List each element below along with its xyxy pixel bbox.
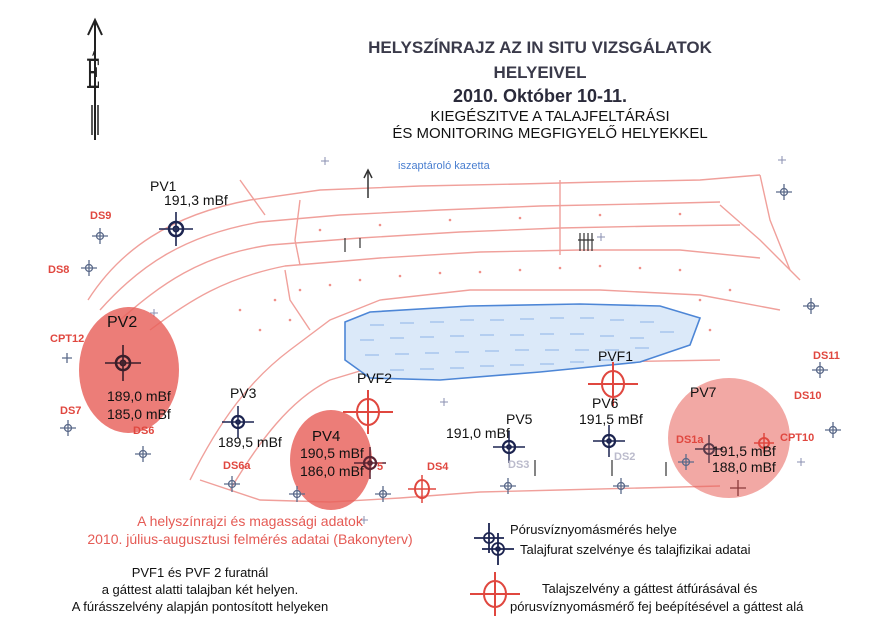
- pv2-marker: [105, 345, 141, 381]
- legend-soil-profile-label-1: Talajszelvény a gáttest átfúrásával és: [542, 581, 758, 596]
- ds4-label: DS4: [427, 461, 449, 473]
- survey-grid-marks: [150, 156, 805, 524]
- ds2-marker: [613, 478, 629, 494]
- extra-marker-b: [375, 486, 391, 502]
- survey-linework: [87, 174, 801, 503]
- pv7-elevation-1: 191,5 mBf: [712, 443, 776, 459]
- pv7-secondary-marker: [730, 480, 746, 496]
- survey-note-line1: A helyszínrajzi és magassági adatok: [137, 513, 363, 529]
- ds3-label: DS3: [508, 459, 530, 471]
- legend-symbols: [470, 523, 520, 616]
- pv6-marker: [593, 425, 625, 457]
- pv7-highlight-zone: [668, 378, 790, 498]
- dam-marker-ticks: [344, 233, 667, 476]
- pv7-marker: [695, 435, 723, 463]
- pv4-highlight-zone: [290, 410, 372, 510]
- pvf1-marker: [588, 362, 638, 406]
- cpt10-red-marker: [754, 433, 774, 453]
- ds10-marker: [825, 422, 841, 438]
- pv5-label: PV5: [506, 411, 533, 427]
- ds5-label: 5: [377, 461, 384, 473]
- pv1-elevation: 191,3 mBf: [164, 192, 228, 208]
- cpt12-label: CPT12: [50, 333, 85, 345]
- cpt10-label: CPT10: [780, 432, 815, 444]
- ds1a-marker: [678, 454, 694, 470]
- pv4-marker: [354, 447, 386, 479]
- pv3-marker: [222, 406, 254, 438]
- ds9-marker: [92, 228, 108, 244]
- legend-pore-pressure-icon: [474, 523, 504, 553]
- pvf-note-line2: a gáttest alatti talajban két helyen.: [101, 582, 299, 597]
- ds2-label: DS2: [614, 451, 636, 463]
- reservoir-water: [344, 303, 702, 381]
- legend-borehole-label: Talajfurat szelvénye és talajfizikai ada…: [520, 542, 751, 557]
- ds11-marker: [812, 362, 828, 378]
- pv3-label: PV3: [230, 385, 257, 401]
- extra-marker-a: [289, 486, 305, 502]
- pv2-label: PV2: [107, 314, 138, 331]
- pv1-label: PV1: [150, 178, 177, 194]
- pvf-note-line3: A fúrásszelvény alapján pontosított hely…: [71, 599, 329, 614]
- north-arrow-icon: [87, 17, 103, 140]
- survey-note-line2: 2010. július-augusztusi felmérés adatai …: [87, 531, 413, 547]
- map-subtitle-line1: KIEGÉSZITVE A TALAJFELTÁRÁSI: [430, 108, 670, 125]
- pv4-label: PV4: [312, 428, 341, 445]
- north-label: É: [86, 52, 101, 98]
- reservoir-hatching: [360, 317, 674, 371]
- pv2-elevation-1: 189,0 mBf: [107, 388, 171, 404]
- pvf-markers: [343, 362, 774, 503]
- pv7-elevation-2: 188,0 mBf: [712, 459, 776, 475]
- pvf1-label: PVF1: [598, 348, 634, 364]
- pv2-elevation-2: 185,0 mBf: [107, 406, 171, 422]
- pv4-elevation-1: 190,5 mBf: [300, 445, 364, 461]
- map-subtitle-line2: ÉS MONITORING MEGFIGYELŐ HELYEKKEL: [392, 125, 708, 142]
- pv4-elevation-2: 186,0 mBf: [300, 463, 364, 479]
- small-north-arrow-icon: [363, 168, 373, 198]
- ds8-label: DS8: [48, 264, 70, 276]
- ds1a-label: DS1a: [676, 434, 704, 446]
- pv5-elevation: 191,0 mBf: [446, 425, 510, 441]
- legend-soil-profile-label-2: pórusvíznyomásmérő fej beépítésével a gá…: [510, 599, 804, 614]
- ds6a-marker: [224, 476, 240, 492]
- cpt12-marker: [62, 353, 72, 363]
- reservoir-label: iszaptároló kazetta: [398, 160, 490, 172]
- survey-elevation-dots: [238, 212, 732, 332]
- pv5-marker: [493, 431, 525, 463]
- ds3-marker: [500, 478, 516, 494]
- ds4-red-marker: [408, 475, 436, 503]
- ds8-marker: [81, 260, 97, 276]
- pvf2-label: PVF2: [357, 370, 393, 386]
- ds11-label: DS11: [813, 350, 840, 362]
- pv2-highlight-zone: [79, 307, 179, 433]
- ds-survey-markers: [60, 184, 841, 502]
- legend-borehole-icon: [482, 533, 514, 565]
- pv6-elevation: 191,5 mBf: [579, 411, 643, 427]
- pv1-marker: [159, 212, 193, 246]
- pv6-label: PV6: [592, 395, 619, 411]
- ds6-label: DS6: [133, 425, 155, 437]
- ds9-label: DS9: [90, 210, 112, 222]
- map-title-line3: 2010. Október 10-11.: [452, 86, 628, 106]
- pv3-elevation: 189,5 mBf: [218, 434, 282, 450]
- ds-north-marker: [776, 184, 792, 200]
- pv7-label: PV7: [690, 384, 717, 400]
- ds6a-label: DS6a: [223, 460, 251, 472]
- legend-soil-profile-icon: [470, 572, 520, 616]
- map-title-line2: HELYEIVEL: [493, 63, 587, 82]
- ds-east-marker: [803, 298, 819, 314]
- map-title-line1: HELYSZÍNRAJZ AZ IN SITU VIZSGÁLATOK: [368, 38, 712, 57]
- ds10-label: DS10: [794, 390, 822, 402]
- ds6-marker: [135, 446, 151, 462]
- pv-markers: [105, 212, 746, 496]
- ds7-marker: [60, 420, 76, 436]
- pvf2-marker: [343, 390, 393, 434]
- pvf-note-line1: PVF1 és PVF 2 furatnál: [131, 565, 269, 580]
- ds7-label: DS7: [60, 405, 82, 417]
- legend-pore-pressure-label: Pórusvíznyomásmérés helye: [510, 522, 677, 537]
